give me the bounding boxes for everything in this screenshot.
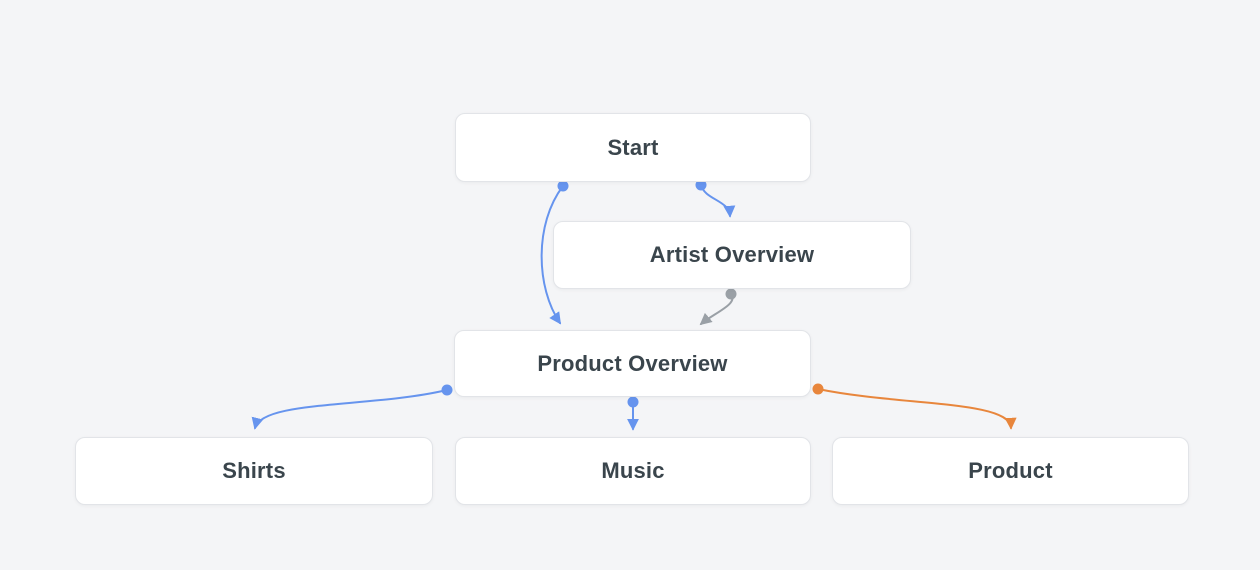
edge-product-overview-to-shirts — [251, 389, 448, 430]
node-product-overview-label: Product Overview — [537, 350, 728, 376]
edge-product-overview-to-music-source-handle[interactable] — [627, 396, 639, 408]
edge-product-overview-to-product — [817, 388, 1017, 430]
edge-artist-overview-to-product-overview — [699, 293, 734, 326]
node-music[interactable]: Music — [455, 437, 811, 505]
node-product[interactable]: Product — [832, 437, 1189, 505]
node-start[interactable]: Start — [455, 113, 811, 182]
edge-start-to-artist-overview — [700, 184, 736, 218]
edge-product-overview-to-product-source-handle[interactable] — [812, 383, 824, 395]
edge-product-overview-to-shirts-source-handle[interactable] — [441, 384, 453, 396]
node-artist-overview-label: Artist Overview — [649, 242, 815, 267]
node-product-label: Product — [968, 458, 1053, 483]
node-start-label: Start — [607, 134, 659, 160]
node-shirts[interactable]: Shirts — [75, 437, 433, 505]
edge-start-to-artist-overview-source-handle[interactable] — [695, 179, 707, 191]
edge-start-to-product-overview-source-handle[interactable] — [557, 180, 569, 192]
node-artist-overview[interactable]: Artist Overview — [553, 221, 911, 289]
node-music-label: Music — [601, 458, 665, 483]
edge-artist-overview-to-product-overview-source-handle[interactable] — [725, 288, 737, 300]
node-product-overview[interactable]: Product Overview — [454, 330, 811, 397]
node-shirts-label: Shirts — [222, 458, 286, 483]
